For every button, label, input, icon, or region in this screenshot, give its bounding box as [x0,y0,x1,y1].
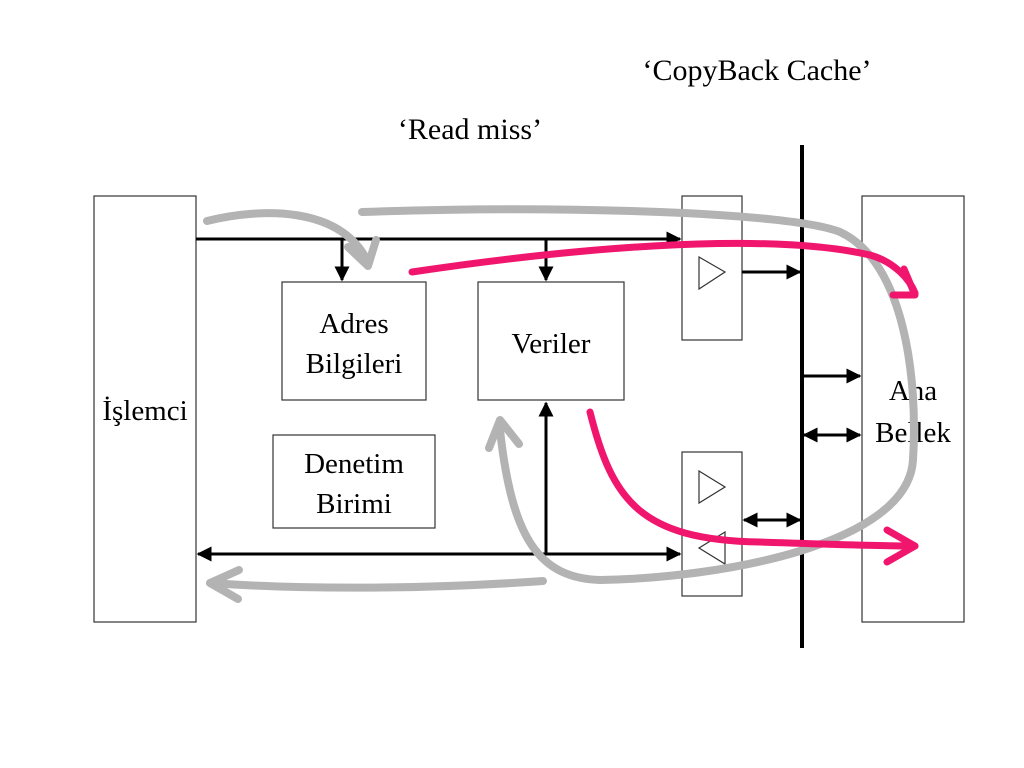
control-unit-label-line1: Denetim [304,448,404,480]
copyback-cache-title: ‘CopyBack Cache’ [642,54,871,87]
data-return-flow-head [206,566,243,603]
memory-read-flow-head [485,416,523,452]
address-buffer-icon [698,255,727,291]
control-unit-block [272,434,436,529]
writeback-data-flow [586,408,919,550]
writeback-address-flow-head [889,265,919,299]
read-request-flow-head [344,236,380,270]
address-info-label-line2: Bilgileri [306,348,403,380]
control-unit-label-line2: Birimi [316,488,392,520]
writeback-data-flow-head [883,526,919,566]
processor-label: İşlemci [102,395,187,427]
memory-read-flow [358,205,918,584]
address-info-block [281,281,427,401]
read-request-flow [203,209,372,266]
data-return-flow [206,577,547,592]
read-miss-title: ‘Read miss’ [398,113,542,146]
processor-block [93,195,197,623]
address-info-label-line1: Adres [319,308,388,340]
data-label: Veriler [512,328,591,360]
writeback-address-flow [408,239,919,297]
data-buffer-out-icon [698,469,727,505]
data-block [477,281,625,401]
